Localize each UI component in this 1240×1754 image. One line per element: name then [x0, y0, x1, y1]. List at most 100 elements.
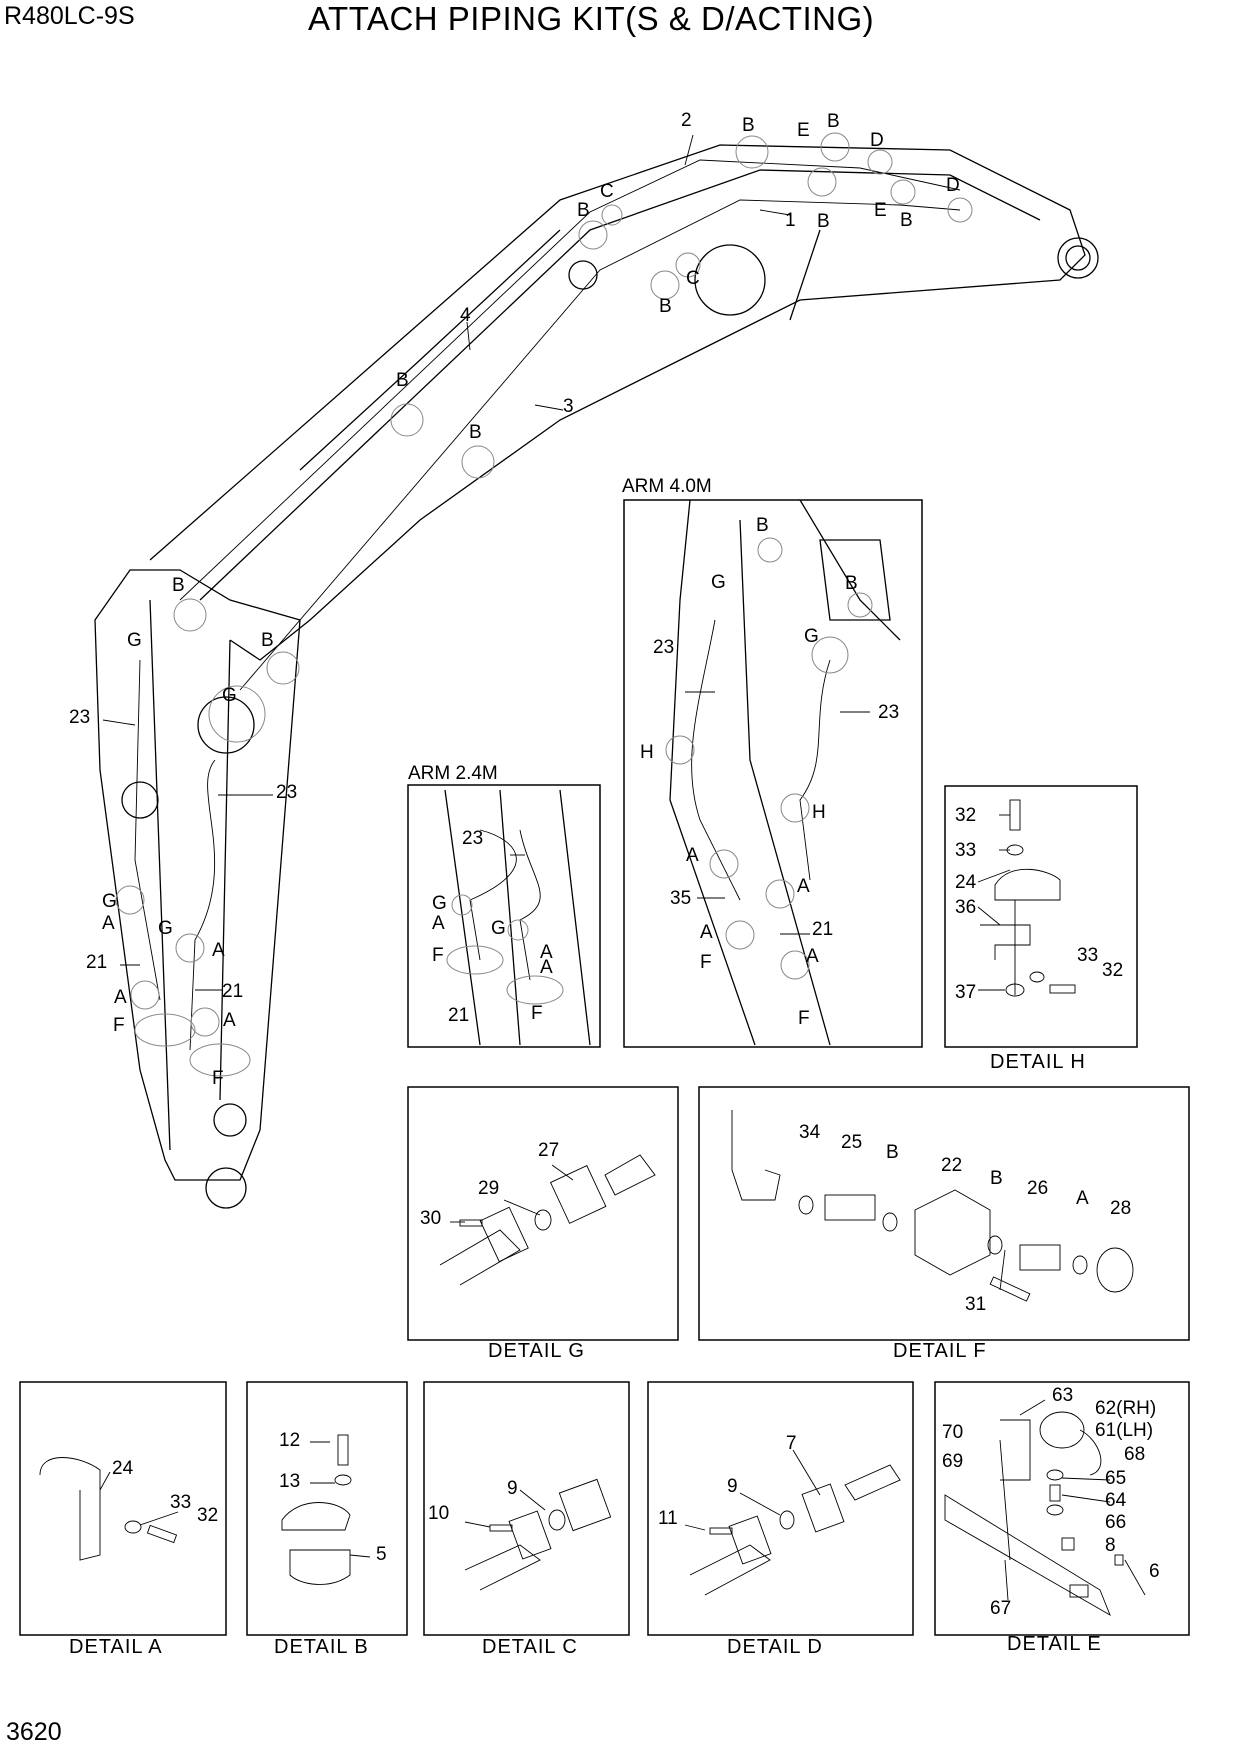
- callout: 24: [955, 872, 977, 893]
- callout: 35: [670, 888, 692, 909]
- callout: 69: [942, 1451, 964, 1472]
- callout: G: [222, 685, 237, 706]
- callout: 30: [420, 1208, 442, 1229]
- callout: 11: [658, 1508, 678, 1529]
- detail-h-caption: DETAIL H: [990, 1051, 1086, 1073]
- detail-c-box: [423, 1381, 630, 1636]
- detail-g-box: [407, 1086, 679, 1341]
- detail-f-box: [698, 1086, 1190, 1341]
- callout: 21: [448, 1005, 470, 1026]
- callout: A: [212, 940, 225, 961]
- callout: 9: [507, 1478, 518, 1499]
- callout: 1: [785, 210, 796, 231]
- callout: 23: [462, 828, 484, 849]
- detail-f-caption: DETAIL F: [893, 1340, 987, 1362]
- callout: 7: [786, 1433, 797, 1454]
- callout: 28: [1110, 1198, 1132, 1219]
- callout: B: [900, 210, 913, 231]
- callout: 29: [478, 1178, 500, 1199]
- callout: D: [870, 130, 884, 151]
- detail-h-box: [944, 785, 1138, 1048]
- callout: E: [874, 200, 887, 221]
- detail-b-drawing: [281, 1434, 352, 1585]
- callout: 63: [1052, 1385, 1074, 1406]
- callout: 2: [681, 110, 692, 131]
- callout: G: [127, 630, 142, 651]
- callout: C: [686, 268, 700, 289]
- callout: G: [158, 918, 173, 939]
- callout: F: [113, 1015, 125, 1036]
- detail-c-caption: DETAIL C: [482, 1636, 578, 1658]
- callout: A: [102, 913, 115, 934]
- callout: 37: [955, 982, 977, 1003]
- callout: 25: [841, 1132, 863, 1153]
- detail-b-box: [246, 1381, 408, 1636]
- callout: 26: [1027, 1178, 1049, 1199]
- detail-d-drawing: [689, 1464, 901, 1596]
- callout: B: [845, 573, 858, 594]
- callout: 64: [1105, 1490, 1127, 1511]
- callout: 21: [222, 981, 244, 1002]
- callout: 32: [197, 1505, 219, 1526]
- callout: A: [432, 913, 445, 934]
- callout: 33: [1077, 945, 1099, 966]
- boom-drawing: [149, 144, 1099, 691]
- callout: 32: [1102, 960, 1124, 981]
- callout: A: [806, 946, 819, 967]
- callout: 13: [279, 1471, 301, 1492]
- callout: 4: [460, 305, 471, 326]
- detail-a-box: [19, 1381, 227, 1636]
- callout: B: [172, 575, 185, 596]
- callout: 12: [279, 1430, 301, 1451]
- callout: 33: [170, 1492, 192, 1513]
- arm-24-heading: ARM 2.4M: [408, 763, 498, 784]
- callout: 23: [276, 782, 298, 803]
- arm24-box: [407, 784, 601, 1048]
- detail-e-drawing: [944, 1411, 1124, 1617]
- callout: 21: [86, 952, 108, 973]
- page-title: ATTACH PIPING KIT(S & D/ACTING): [308, 0, 875, 37]
- arm40-drawing: [665, 499, 901, 1046]
- callout: 62(RH): [1095, 1398, 1157, 1419]
- detail-d-caption: DETAIL D: [727, 1636, 823, 1658]
- callout: 22: [941, 1155, 963, 1176]
- callout: B: [396, 370, 409, 391]
- callout: 33: [955, 840, 977, 861]
- arm-40-heading: ARM 4.0M: [622, 476, 712, 497]
- detail-e-box: [934, 1381, 1190, 1636]
- arm-drawing: [94, 569, 301, 1209]
- callout: D: [946, 175, 960, 196]
- callout: A: [797, 876, 810, 897]
- callout: F: [531, 1003, 543, 1024]
- callout: 23: [653, 637, 675, 658]
- callout: F: [798, 1008, 810, 1029]
- callout: 65: [1105, 1468, 1127, 1489]
- detail-e-caption: DETAIL E: [1007, 1633, 1102, 1655]
- detail-b-caption: DETAIL B: [274, 1636, 369, 1658]
- callout: G: [432, 893, 447, 914]
- detail-h-drawing: [980, 799, 1076, 997]
- detail-g-drawing: [439, 1154, 656, 1286]
- callout: H: [812, 802, 826, 823]
- callout: B: [659, 296, 672, 317]
- callout: C: [600, 181, 614, 202]
- arm40-box: [623, 499, 923, 1048]
- callout: A: [700, 922, 713, 943]
- callout: 3: [563, 396, 574, 417]
- callout: 27: [538, 1140, 560, 1161]
- detail-d-box: [647, 1381, 914, 1636]
- detail-a-drawing: [39, 1457, 178, 1561]
- detail-g-caption: DETAIL G: [488, 1340, 585, 1362]
- callout: 68: [1124, 1444, 1146, 1465]
- detail-a-caption: DETAIL A: [69, 1636, 163, 1658]
- leader-lines: [99, 134, 1146, 1601]
- callout: 21: [812, 919, 834, 940]
- callout: B: [577, 200, 590, 221]
- callout: G: [102, 891, 117, 912]
- callout: 34: [799, 1122, 821, 1143]
- callout: 5: [376, 1544, 387, 1565]
- callout: 32: [955, 805, 977, 826]
- callout: 23: [878, 702, 900, 723]
- callout: 24: [112, 1458, 134, 1479]
